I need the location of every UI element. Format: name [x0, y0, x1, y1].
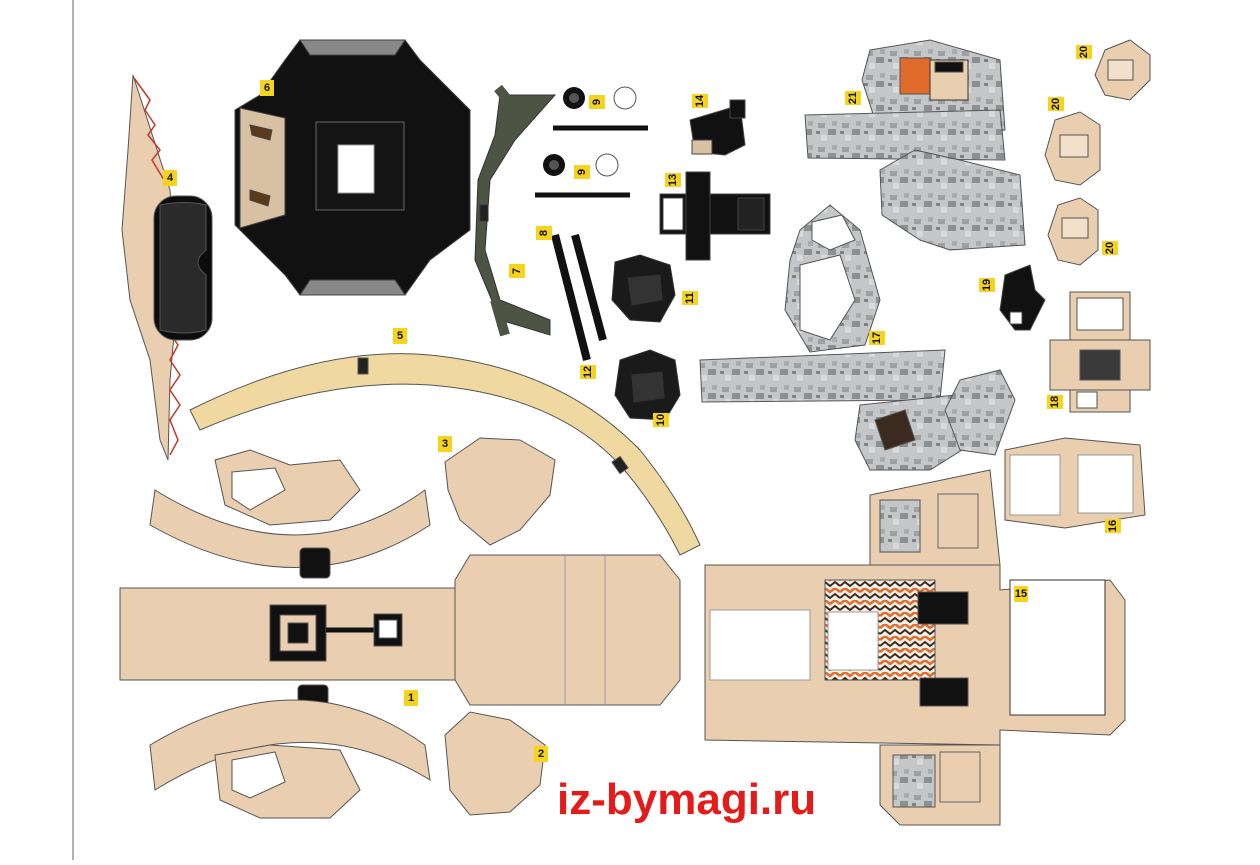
- part-label-1: 1: [404, 690, 418, 706]
- part-label-18: 18: [1047, 395, 1063, 409]
- part-13-block: [659, 171, 771, 261]
- part-label-19: 19: [979, 278, 995, 292]
- part-4-visor: [121, 74, 213, 461]
- part-label-9b: 9: [574, 165, 590, 179]
- part-label-20c: 20: [1102, 241, 1118, 255]
- part-20-small-boxes: [1044, 39, 1151, 266]
- part-label-7: 7: [509, 264, 525, 278]
- part-label-9a: 9: [589, 95, 605, 109]
- part-label-10: 10: [653, 413, 669, 427]
- part-label-13: 13: [665, 173, 681, 187]
- part-6-black-box: [234, 39, 471, 296]
- part-label-15: 15: [1014, 586, 1028, 602]
- part-label-20b: 20: [1048, 97, 1064, 111]
- part-1-body: [119, 449, 681, 819]
- part-7-strap: [474, 84, 557, 337]
- part-label-12: 12: [580, 365, 596, 379]
- part-label-21: 21: [845, 91, 861, 105]
- part-label-4: 4: [163, 170, 177, 186]
- part-9-knobs: [535, 86, 648, 198]
- part-label-8: 8: [536, 226, 552, 240]
- part-label-17: 17: [869, 331, 885, 345]
- site-watermark: iz-bymagi.ru: [557, 775, 817, 824]
- part-label-6: 6: [260, 80, 274, 96]
- part-label-11: 11: [682, 291, 698, 305]
- part-17-arm: [699, 204, 1016, 471]
- part-label-14: 14: [692, 94, 708, 108]
- part-label-20a: 20: [1076, 45, 1092, 59]
- part-16-box: [1004, 437, 1146, 529]
- part-label-5: 5: [393, 328, 407, 344]
- part-15-box: [704, 469, 1126, 826]
- part-18-box: [1049, 291, 1151, 413]
- part-19-small-block: [999, 264, 1046, 331]
- part-label-3: 3: [438, 436, 452, 452]
- part-5-belt: [189, 353, 701, 556]
- part-label-16: 16: [1105, 519, 1121, 533]
- part-8-12-sticks: [551, 233, 607, 361]
- part-10-11-blocks: [611, 254, 681, 421]
- part-2-3-folds: [444, 437, 556, 816]
- part-14-piece: [689, 99, 746, 156]
- part-label-2: 2: [534, 746, 548, 762]
- part-21-camo-piece: [804, 39, 1026, 251]
